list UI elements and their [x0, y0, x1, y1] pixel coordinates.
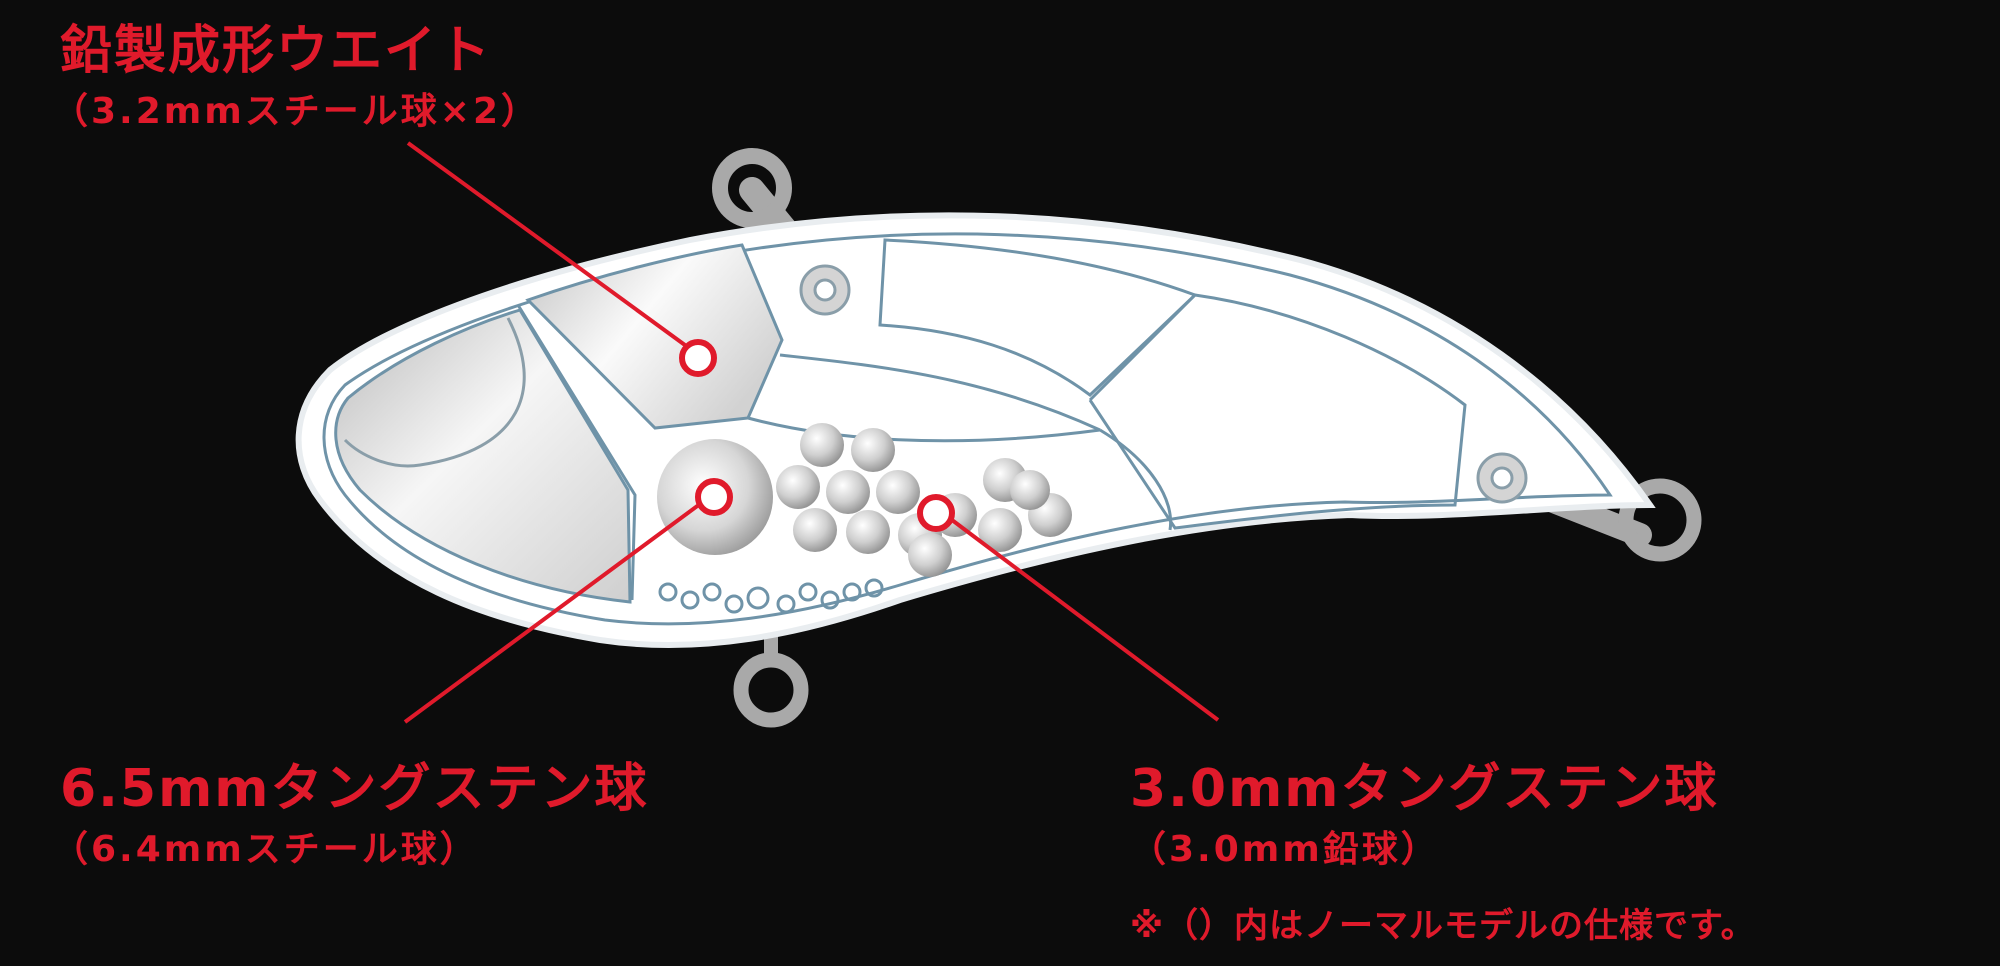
callout-markers — [679, 339, 955, 532]
callout-weight-title: 鉛製成形ウエイト — [60, 21, 493, 81]
tail-washer — [1476, 452, 1528, 504]
line-tie-washer — [799, 264, 851, 316]
head-plate — [334, 308, 632, 604]
callout-weight-sub: （3.2mmスチール球×2） — [52, 91, 541, 132]
callout-ball-small-sub: （3.0mm鉛球） — [1130, 829, 1440, 870]
callout-ball-small-title: 3.0mmタングステン球 — [1130, 759, 1719, 819]
marker-weight — [679, 339, 717, 377]
callout-ball-large-sub: （6.4mmスチール球） — [52, 829, 479, 870]
body-inner-outline — [322, 232, 1613, 626]
lead-weight-plate — [525, 243, 784, 430]
marker-ball-small — [917, 494, 955, 532]
belly-wire — [658, 578, 884, 614]
marker-ball-large — [695, 478, 733, 516]
panel-lines — [516, 238, 1467, 601]
gill-line — [343, 317, 526, 468]
leader-lines — [403, 141, 1220, 724]
tungsten-balls-small — [776, 423, 1072, 577]
callout-ball-large-title: 6.5mmタングステン球 — [60, 759, 649, 819]
footnote: ※（）内はノーマルモデルの仕様です。 — [1130, 906, 1756, 946]
